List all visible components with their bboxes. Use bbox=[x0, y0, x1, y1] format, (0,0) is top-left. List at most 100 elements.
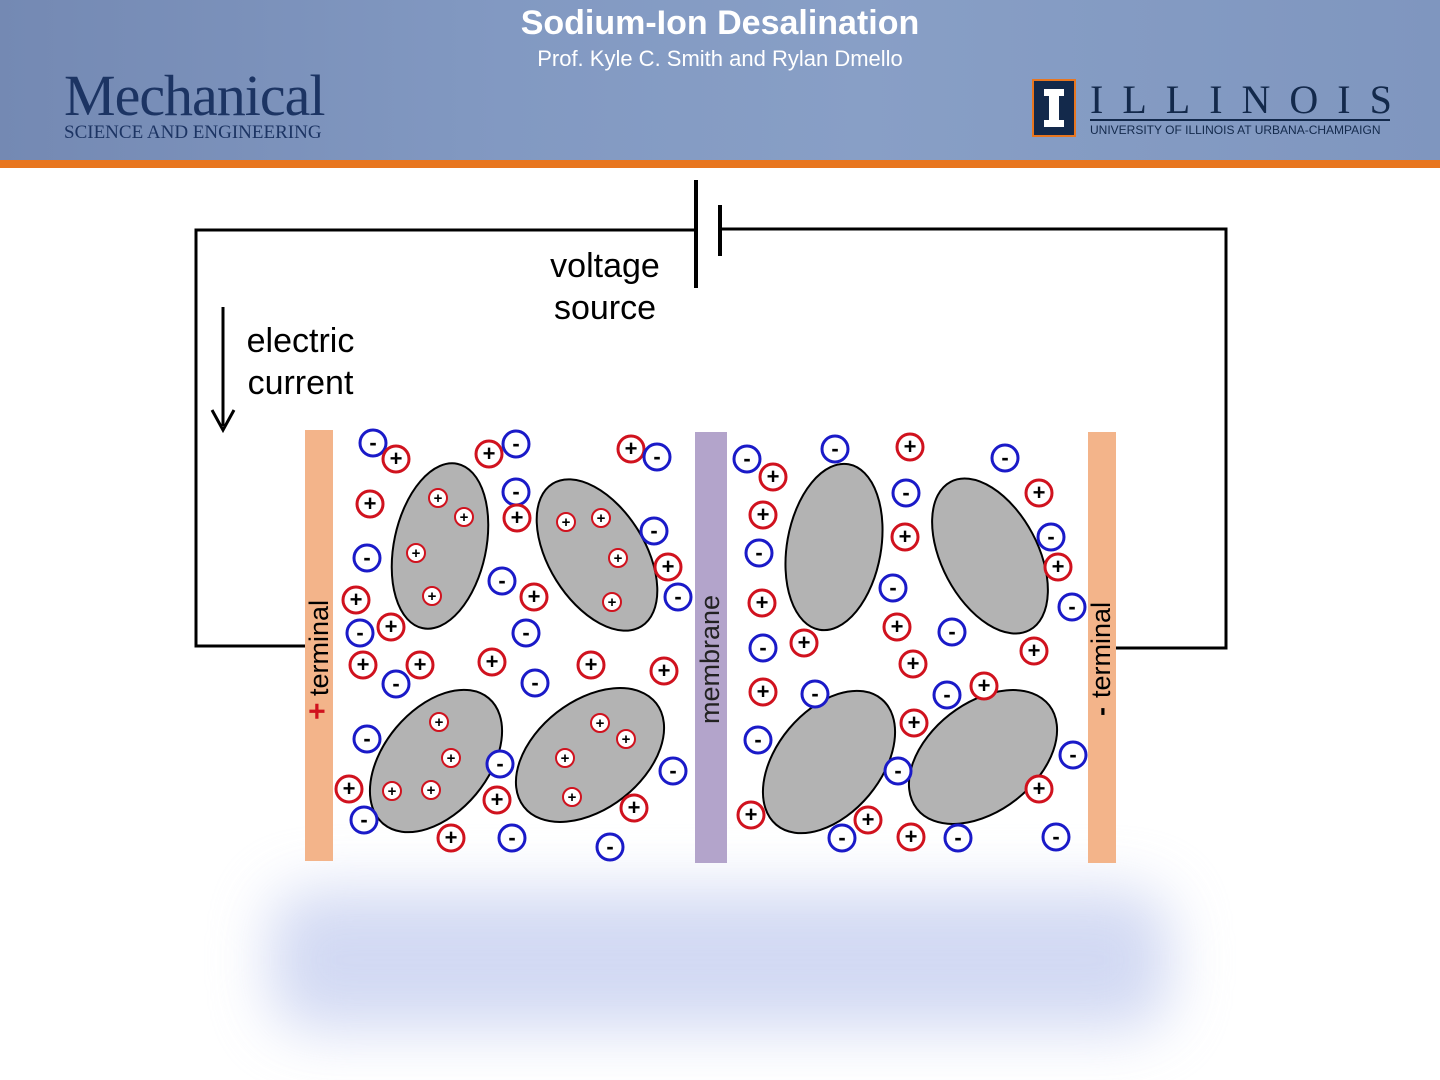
ion-circle bbox=[421, 780, 441, 800]
cation: + bbox=[653, 552, 683, 582]
ion-circle bbox=[800, 679, 830, 709]
ion-circle bbox=[990, 443, 1020, 473]
ion-circle bbox=[1019, 636, 1049, 666]
cation: + bbox=[555, 748, 575, 768]
electrode-particle bbox=[514, 687, 666, 823]
illinois-logo-text: ILLINOIS bbox=[1090, 77, 1411, 122]
ion-circle bbox=[616, 729, 636, 749]
ion-circle bbox=[882, 612, 912, 642]
ion-circle bbox=[406, 543, 426, 563]
ion-circle bbox=[334, 774, 364, 804]
anion: - bbox=[358, 428, 388, 458]
anion: - bbox=[937, 617, 967, 647]
ion-sign: - bbox=[894, 758, 901, 783]
ion-circle bbox=[429, 712, 449, 732]
ion-sign: - bbox=[356, 620, 363, 645]
ion-sign: + bbox=[757, 502, 770, 527]
anion: - bbox=[743, 725, 773, 755]
ion-circle bbox=[487, 566, 517, 596]
ion-circle bbox=[349, 805, 379, 835]
electric-current-label: electric current bbox=[228, 320, 373, 404]
cation: + bbox=[519, 582, 549, 612]
ion-sign: - bbox=[522, 620, 529, 645]
ion-circle bbox=[748, 677, 778, 707]
ion-sign: + bbox=[756, 590, 769, 615]
cation: + bbox=[421, 780, 441, 800]
anion: - bbox=[748, 633, 778, 663]
ion-circle bbox=[345, 618, 375, 648]
header-banner bbox=[0, 0, 1440, 160]
ion-sign: - bbox=[531, 670, 538, 695]
cation: + bbox=[482, 785, 512, 815]
mse-logo-text: Mechanical bbox=[64, 63, 326, 128]
ion-sign: - bbox=[498, 568, 505, 593]
ion-sign: - bbox=[508, 825, 515, 850]
ion-sign: - bbox=[755, 540, 762, 565]
ion-circle bbox=[943, 823, 973, 853]
cation: + bbox=[747, 588, 777, 618]
ion-circle bbox=[405, 650, 435, 680]
ion-circle bbox=[441, 748, 461, 768]
voltage-label-line2: source bbox=[553, 289, 657, 327]
ion-sign: + bbox=[385, 614, 398, 639]
anion: - bbox=[800, 679, 830, 709]
ion-circle bbox=[1057, 592, 1087, 622]
ion-sign: + bbox=[568, 789, 577, 806]
minus-terminal-sign: - bbox=[1086, 707, 1116, 716]
electrode-particle bbox=[368, 688, 504, 834]
cation: + bbox=[405, 650, 435, 680]
ion-circle bbox=[878, 573, 908, 603]
ion-sign: - bbox=[759, 635, 766, 660]
ion-sign: - bbox=[669, 758, 676, 783]
ion-circle bbox=[511, 618, 541, 648]
ion-sign: - bbox=[943, 682, 950, 707]
ion-circle bbox=[736, 800, 766, 830]
ion-sign: + bbox=[390, 446, 403, 471]
ion-sign: - bbox=[512, 479, 519, 504]
cation: + bbox=[376, 612, 406, 642]
anion: - bbox=[1036, 522, 1066, 552]
ion-sign: + bbox=[364, 491, 377, 516]
electrode-particle bbox=[761, 689, 897, 835]
anion: - bbox=[827, 823, 857, 853]
ion-circle bbox=[355, 489, 385, 519]
ion-circle bbox=[649, 656, 679, 686]
anion: - bbox=[1057, 592, 1087, 622]
ion-circle bbox=[663, 582, 693, 612]
cation: + bbox=[969, 671, 999, 701]
cation: + bbox=[1024, 478, 1054, 508]
ion-sign: + bbox=[608, 594, 617, 611]
page-subtitle: Prof. Kyle C. Smith and Rylan Dmello bbox=[537, 46, 903, 71]
ion-sign: + bbox=[1033, 776, 1046, 801]
ion-sign: - bbox=[754, 727, 761, 752]
ion-circle bbox=[381, 669, 411, 699]
ion-sign: - bbox=[360, 807, 367, 832]
cation: + bbox=[562, 787, 582, 807]
cation: + bbox=[882, 612, 912, 642]
cation: + bbox=[341, 585, 371, 615]
anion: - bbox=[891, 478, 921, 508]
ion-sign: + bbox=[428, 588, 437, 605]
anion: - bbox=[883, 756, 913, 786]
cation: + bbox=[591, 508, 611, 528]
ion-circle bbox=[1036, 522, 1066, 552]
ion-circle bbox=[748, 633, 778, 663]
cation: + bbox=[616, 729, 636, 749]
cation: + bbox=[789, 628, 819, 658]
cation: + bbox=[899, 708, 929, 738]
ion-sign: + bbox=[445, 825, 458, 850]
ion-sign: - bbox=[1047, 524, 1054, 549]
ion-sign: - bbox=[743, 446, 750, 471]
ion-sign: + bbox=[625, 436, 638, 461]
ion-sign: - bbox=[889, 575, 896, 600]
anion: - bbox=[744, 538, 774, 568]
cation: + bbox=[429, 712, 449, 732]
current-label-line2: current bbox=[247, 364, 354, 402]
ion-sign: + bbox=[388, 783, 397, 800]
ion-circle bbox=[895, 432, 925, 462]
cation: + bbox=[602, 592, 622, 612]
ion-circle bbox=[1043, 552, 1073, 582]
ion-sign: + bbox=[427, 782, 436, 799]
anion: - bbox=[352, 724, 382, 754]
cation: + bbox=[896, 822, 926, 852]
